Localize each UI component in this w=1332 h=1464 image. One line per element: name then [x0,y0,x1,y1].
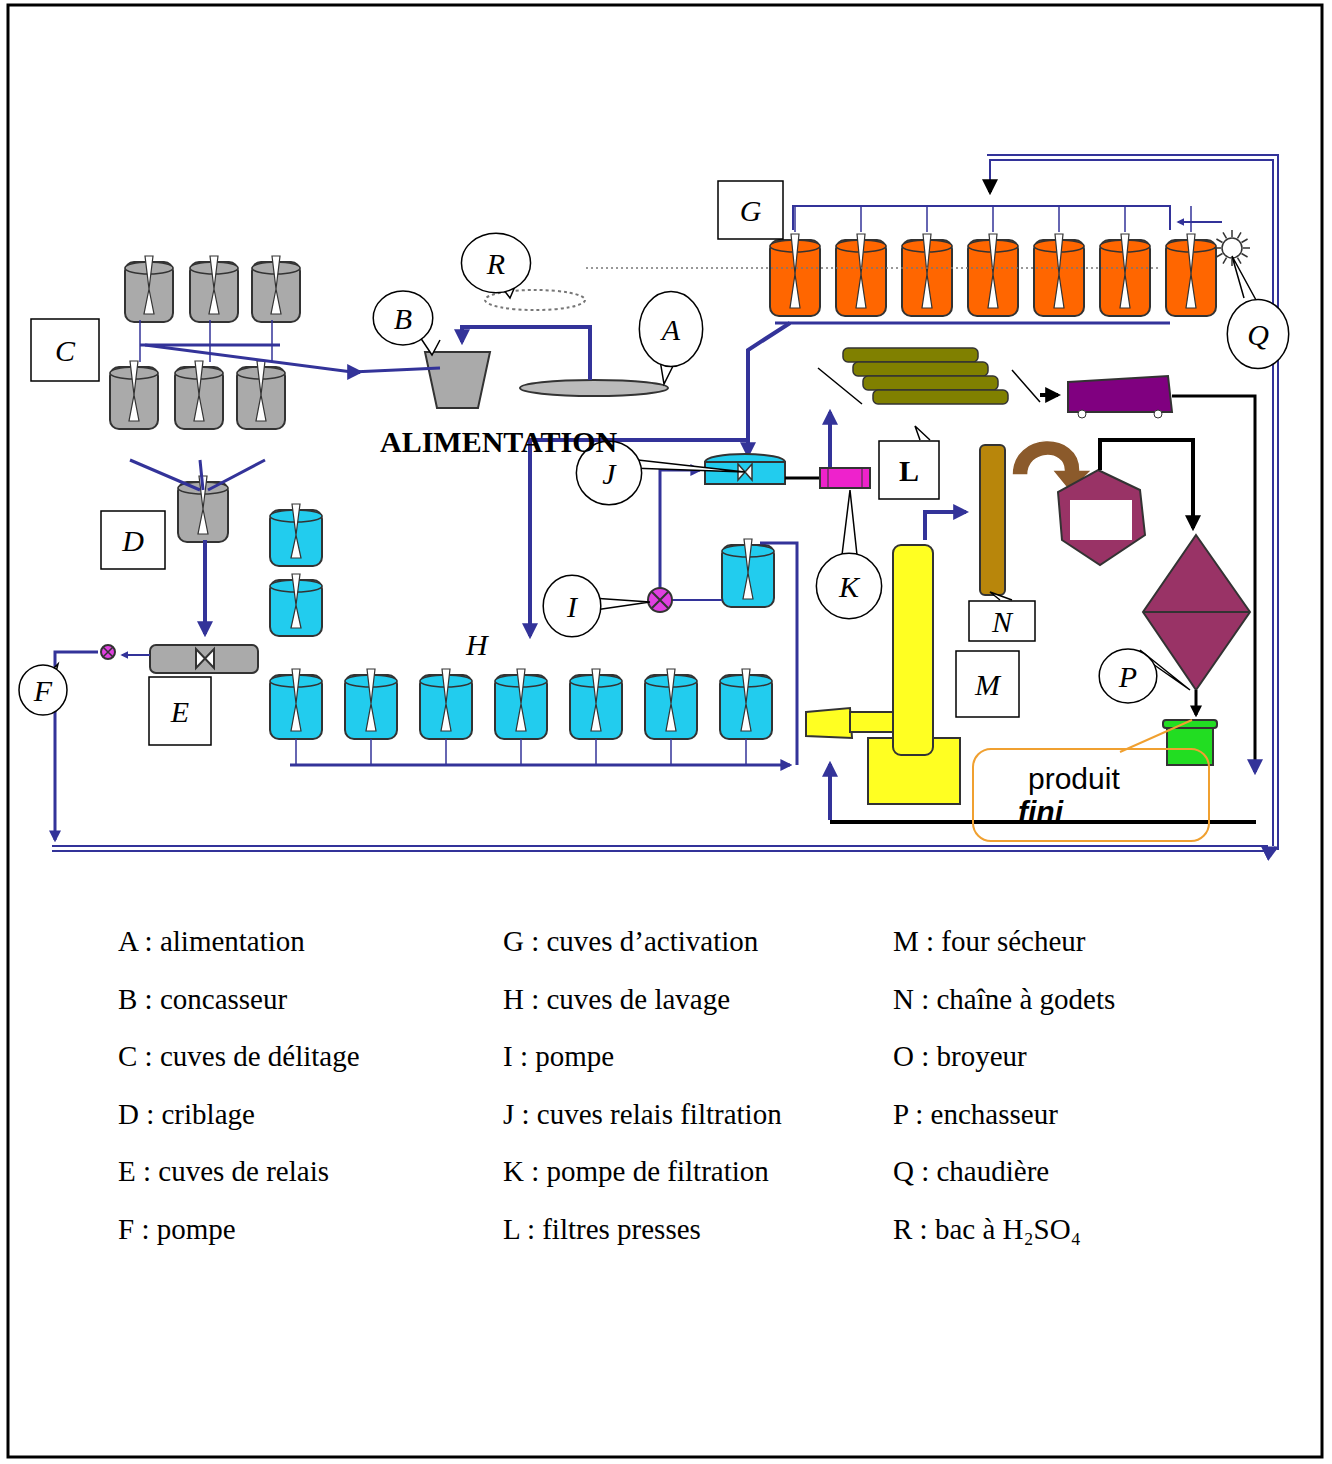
callout-letter: C [55,334,75,367]
legend-entry: P : enchasseur [893,1098,1058,1131]
callout-bubble: F [18,664,68,716]
letter-box: M [955,650,1020,718]
callout-bubble: R [460,232,532,294]
legend-entry: O : broyeur [893,1040,1027,1073]
callout-bubble: K [815,552,883,620]
callout-letter: H [466,628,488,662]
legend-entry: F : pompe [118,1213,236,1246]
letter-box: G [717,180,784,240]
callout-letter: N [992,605,1012,638]
callout-letter: K [839,570,859,603]
letter-box: L [878,440,940,500]
legend-entry: H : cuves de lavage [503,983,730,1016]
callout-letter: P [1119,660,1137,693]
callout-letter: fini [1018,795,1063,828]
legend-entry: I : pompe [503,1040,614,1073]
legend-entry: N : chaîne à godets [893,983,1115,1016]
section-label: ALIMENTATION [380,425,617,459]
callout-letter: F [34,674,52,707]
letter-box: D [100,510,166,570]
product-callout: produitfini [972,748,1210,842]
callout-bubble: B [372,290,434,346]
callout-letter: R [487,247,505,280]
callout-letter: L [899,454,919,487]
legend-entry: J : cuves relais filtration [503,1098,782,1131]
callout-letter: Q [1247,318,1269,351]
legend-entry: C : cuves de délitage [118,1040,360,1073]
callout-bubble: P [1098,648,1158,704]
callout-letter: B [394,302,412,335]
legend-entry: M : four sécheur [893,925,1085,958]
callout-letter: D [122,524,144,557]
callout-letter: I [567,590,577,623]
legend-entry: D : criblage [118,1098,255,1131]
letter-box: C [30,318,100,382]
legend-entry: G : cuves d’activation [503,925,758,958]
callout-letter: J [602,457,615,490]
letter-box: E [148,676,212,746]
callout-letter: produit [1028,762,1120,795]
letter-box: N [968,600,1036,642]
legend-entry: R : bac à H₂SO₄ [893,1213,1081,1246]
callout-letter: G [740,194,762,227]
callout-bubble: Q [1226,298,1290,370]
legend-entry: E : cuves de relais [118,1155,329,1188]
callout-letter: E [171,695,189,728]
legend-entry: K : pompe de filtration [503,1155,769,1188]
legend-entry: B : concasseur [118,983,287,1016]
callout-letter: M [975,668,1000,701]
legend-entry: L : filtres presses [503,1213,701,1246]
callout-bubble: I [542,574,602,638]
callout-bubble: A [638,290,704,368]
legend-entry: A : alimentation [118,925,305,958]
callout-letter: A [662,313,680,346]
legend-entry: Q : chaudière [893,1155,1049,1188]
